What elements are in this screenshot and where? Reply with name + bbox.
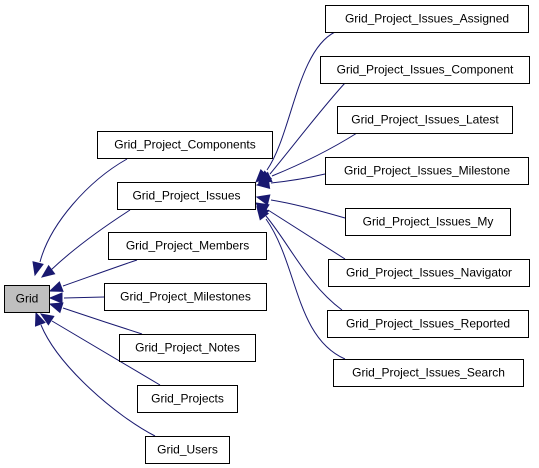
arrowhead-icon	[256, 205, 270, 221]
arrowhead-icon	[39, 313, 55, 326]
node-members[interactable]: Grid_Project_Members	[108, 232, 267, 260]
node-milestone[interactable]: Grid_Project_Issues_Milestone	[325, 157, 529, 185]
edge-line	[270, 173, 326, 184]
edge-line	[63, 296, 105, 299]
node-navigator[interactable]: Grid_Project_Issues_Navigator	[328, 259, 530, 287]
edge-line	[266, 31, 336, 171]
node-label: Grid_Project_Issues_Milestone	[344, 164, 510, 178]
arrowhead-icon	[48, 281, 64, 292]
arrowhead-icon	[32, 261, 44, 277]
edge-line	[39, 158, 128, 263]
node-box[interactable]	[333, 359, 524, 387]
node-label: Grid	[16, 292, 39, 306]
arrowhead-icon	[34, 311, 46, 327]
arrowhead-icon	[255, 194, 271, 206]
edge-line	[270, 199, 346, 219]
node-label: Grid_Project_Components	[114, 138, 255, 152]
arrowhead-icon	[48, 292, 63, 304]
node-box[interactable]	[325, 5, 529, 33]
edge-users-to-grid	[34, 311, 156, 437]
edge-members-to-grid	[48, 259, 138, 292]
node-box[interactable]	[345, 208, 511, 236]
edge-line	[271, 132, 358, 177]
node-label: Grid_Project_Issues_Assigned	[345, 12, 509, 26]
edge-line	[62, 259, 138, 287]
node-box[interactable]	[4, 285, 50, 313]
edges-layer	[32, 31, 358, 437]
node-label: Grid_Project_Issues_Navigator	[346, 266, 512, 280]
node-components[interactable]: Grid_Project_Components	[97, 131, 273, 159]
node-box[interactable]	[145, 436, 230, 464]
node-box[interactable]	[325, 157, 529, 185]
edge-search-to-issues	[256, 205, 346, 360]
node-label: Grid_Project_Issues_My	[363, 215, 494, 229]
node-my[interactable]: Grid_Project_Issues_My	[345, 208, 511, 236]
arrowhead-icon	[48, 302, 64, 314]
node-users[interactable]: Grid_Users	[145, 436, 230, 464]
node-box[interactable]	[320, 56, 530, 84]
node-box[interactable]	[119, 334, 256, 362]
node-label: Grid_Users	[157, 443, 218, 457]
edge-navigator-to-issues	[254, 202, 346, 260]
node-label: Grid_Project_Issues_Latest	[351, 113, 499, 127]
edge-components-to-grid	[32, 158, 128, 277]
edge-projects-to-grid	[39, 313, 161, 386]
node-grid[interactable]: Grid	[4, 285, 50, 313]
node-label: Grid_Project_Issues_Reported	[346, 317, 510, 331]
node-projects[interactable]: Grid_Projects	[137, 385, 238, 413]
node-label: Grid_Project_Members	[126, 239, 249, 253]
edge-line	[269, 82, 346, 175]
edge-line	[40, 324, 156, 437]
arrowhead-icon	[40, 264, 56, 278]
node-label: Grid_Project_Issues_Component	[337, 63, 514, 77]
edge-my-to-issues	[255, 194, 346, 219]
node-box[interactable]	[327, 310, 529, 338]
edge-assigned-to-issues	[255, 31, 336, 183]
edge-milestone-to-issues	[255, 173, 326, 189]
node-box[interactable]	[104, 283, 267, 311]
edge-line	[62, 307, 143, 335]
node-label: Grid_Project_Issues	[132, 189, 240, 203]
node-assigned[interactable]: Grid_Project_Issues_Assigned	[325, 5, 529, 33]
node-search[interactable]: Grid_Project_Issues_Search	[333, 359, 524, 387]
node-label: Grid_Project_Notes	[135, 341, 240, 355]
node-box[interactable]	[117, 182, 256, 210]
node-latest[interactable]: Grid_Project_Issues_Latest	[337, 106, 513, 134]
node-component[interactable]: Grid_Project_Issues_Component	[320, 56, 530, 84]
node-box[interactable]	[137, 385, 238, 413]
edge-milestones-to-grid	[48, 292, 105, 304]
node-box[interactable]	[97, 131, 273, 159]
edge-line	[265, 215, 343, 311]
edge-line	[51, 320, 161, 386]
node-box[interactable]	[108, 232, 267, 260]
edge-issues-to-grid	[40, 209, 131, 278]
edge-line	[265, 218, 346, 360]
edge-line	[50, 209, 131, 271]
nodes-layer: GridGrid_Project_ComponentsGrid_Project_…	[4, 5, 530, 464]
node-label: Grid_Project_Issues_Search	[352, 366, 505, 380]
node-box[interactable]	[328, 259, 530, 287]
edge-notes-to-grid	[48, 302, 143, 335]
node-reported[interactable]: Grid_Project_Issues_Reported	[327, 310, 529, 338]
node-milestones[interactable]: Grid_Project_Milestones	[104, 283, 267, 311]
edge-line	[267, 209, 346, 260]
node-label: Grid_Project_Milestones	[120, 290, 251, 304]
node-issues[interactable]: Grid_Project_Issues	[117, 182, 256, 210]
arrowhead-icon	[255, 177, 271, 189]
node-label: Grid_Projects	[151, 392, 224, 406]
node-notes[interactable]: Grid_Project_Notes	[119, 334, 256, 362]
edge-reported-to-issues	[256, 204, 343, 311]
node-box[interactable]	[337, 106, 513, 134]
